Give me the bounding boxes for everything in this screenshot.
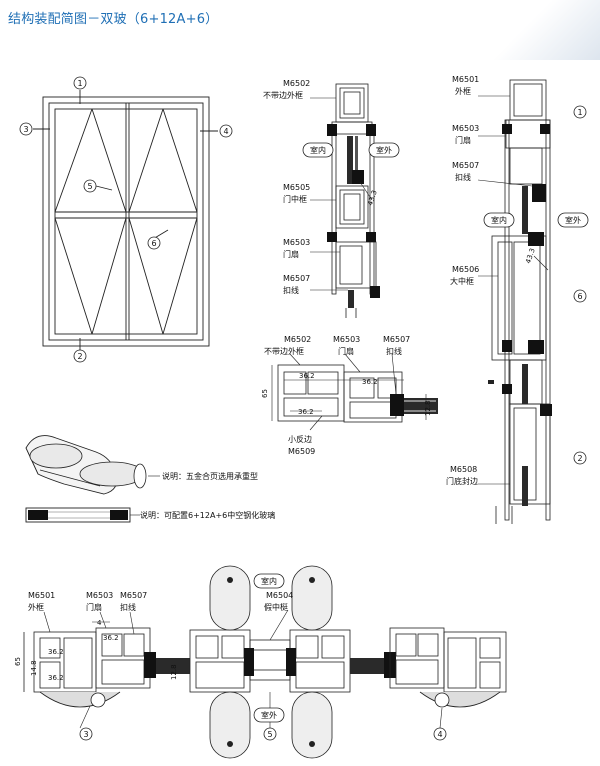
hsec-bot-callout-3: 3	[83, 730, 88, 739]
vsec1-p2-name: 门中框	[283, 194, 307, 204]
vsec1-p1-code: M6502	[283, 79, 310, 88]
hsec-mid-p1-name: 不带边外框	[264, 346, 304, 356]
hinge-note: 说明：五金合页选用承重型	[162, 471, 258, 481]
hsec-mid-d1: 36.2	[299, 372, 315, 380]
hsec-bot-dg: 12.8	[170, 664, 178, 680]
page-title: 结构装配简图－双玻（6+12A+6）	[8, 12, 219, 27]
hsec-mid-d3: 36.2	[298, 408, 314, 416]
vertical-section-2: 室内 室外 43.3 M6501 外框 M6503 门扇 M6507 扣线 M6…	[446, 75, 589, 524]
vsec1-outdoor-label: 室外	[376, 145, 392, 155]
hsec-bot-callout-5: 5	[267, 730, 272, 739]
hsec-mid-d5: 12.8	[424, 400, 432, 416]
callout-3: 3	[23, 125, 28, 134]
hsec-bot-p4-name: 假中梃	[264, 602, 288, 612]
vsec2-outdoor-label: 室外	[565, 215, 581, 225]
callout-6: 6	[151, 239, 156, 248]
vertical-section-1: 室内 室外 43.3 M6502 不带边外框 M6505 门中框 M6503 门…	[263, 79, 400, 318]
vsec2-p5-name: 门底封边	[446, 476, 478, 486]
horizontal-section-bottom: 室内 室外 4 36.2 36.2 36.2 65 14.8 12.8 M650…	[14, 565, 507, 759]
callout-2: 2	[77, 352, 82, 361]
vsec1-p1-name: 不带边外框	[263, 90, 303, 100]
hsec-mid-p3-code: M6507	[383, 335, 410, 344]
callout-5: 5	[87, 182, 92, 191]
hsec-mid-p4-code: M6509	[288, 447, 315, 456]
hsec-bot-p2-name: 门扇	[86, 602, 102, 612]
hsec-bot-p2-code: M6503	[86, 591, 113, 600]
vsec2-p5-code: M6508	[450, 465, 477, 474]
vsec1-p2-code: M6505	[283, 183, 310, 192]
door-elevation	[33, 90, 218, 350]
callout-4: 4	[223, 127, 228, 136]
vsec1-indoor-label: 室内	[310, 145, 326, 155]
vsec2-p2-code: M6503	[452, 124, 479, 133]
hsec-bot-da: 36.2	[103, 634, 119, 642]
hsec-mid-p1-code: M6502	[284, 335, 311, 344]
hsec-mid-p3-name: 扣线	[386, 346, 402, 356]
glass-note: 说明：可配置6+12A+6中空钢化玻璃	[140, 510, 275, 520]
vsec2-callout-2: 2	[577, 454, 582, 463]
vsec2-p3-code: M6507	[452, 161, 479, 170]
door-callouts: 1 3 4 5 6 2	[19, 76, 233, 363]
vsec1-p4-name: 扣线	[283, 285, 299, 295]
vsec2-p3-name: 扣线	[455, 172, 471, 182]
corner-decoration	[480, 0, 600, 60]
hsec-bot-p1-code: M6501	[28, 591, 55, 600]
vsec2-dim: 43.3	[524, 247, 536, 264]
hinge-illustration	[25, 435, 160, 495]
hsec-bot-dc: 36.2	[48, 674, 64, 682]
vsec2-callout-1: 1	[577, 108, 582, 117]
vsec1-p4-code: M6507	[283, 274, 310, 283]
hsec-bot-p3-name: 扣线	[120, 602, 136, 612]
hsec-mid-p2-code: M6503	[333, 335, 360, 344]
hsec-bot-df: 14.8	[30, 660, 38, 676]
hsec-bot-outdoor-label: 室外	[261, 710, 277, 720]
hsec-bot-p3-code: M6507	[120, 591, 147, 600]
horizontal-section-mid: 36.2 36.2 36.2 65 12.8 M6502 不带边外框 M6503…	[261, 335, 438, 456]
callout-1: 1	[77, 79, 82, 88]
hsec-bot-p1-name: 外框	[28, 602, 44, 612]
vsec1-p3-code: M6503	[283, 238, 310, 247]
glass-illustration	[25, 507, 140, 523]
hsec-mid-p2-name: 门扇	[338, 346, 354, 356]
vsec2-p2-name: 门扇	[455, 135, 471, 145]
hsec-bot-callout-4: 4	[437, 730, 442, 739]
hsec-mid-p4-name: 小反边	[288, 434, 312, 444]
vsec1-p3-name: 门扇	[283, 249, 299, 259]
hsec-bot-dd: 4	[97, 619, 102, 627]
vsec2-p1-name: 外框	[455, 86, 471, 96]
vsec2-p1-code: M6501	[452, 75, 479, 84]
vsec2-p4-name: 大中框	[450, 276, 474, 286]
hsec-mid-d4: 65	[261, 389, 269, 398]
hsec-bot-de: 65	[14, 657, 22, 666]
hsec-bot-db: 36.2	[48, 648, 64, 656]
vsec2-indoor-label: 室内	[491, 215, 507, 225]
hsec-bot-p4-code: M6504	[266, 591, 293, 600]
vsec2-p4-code: M6506	[452, 265, 479, 274]
vsec2-callout-6: 6	[577, 292, 582, 301]
hsec-mid-d2: 36.2	[362, 378, 378, 386]
hsec-bot-indoor-label: 室内	[261, 576, 277, 586]
